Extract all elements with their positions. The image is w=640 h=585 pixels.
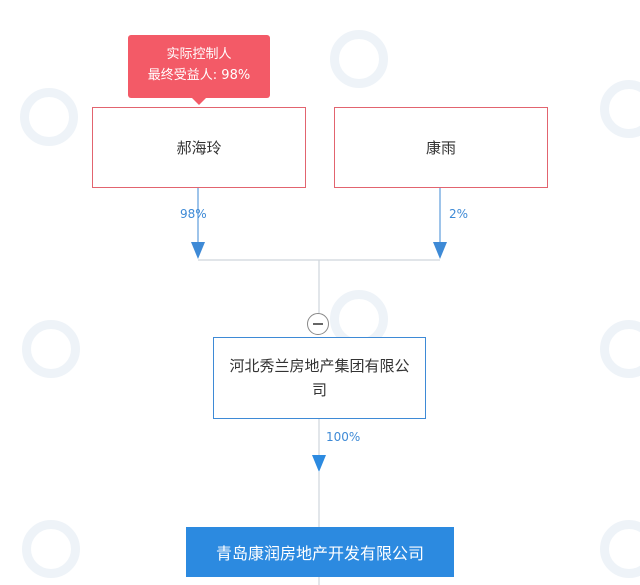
shareholder-name: 康雨: [425, 139, 456, 157]
target-company-name: 青岛康润房地产开发有限公司: [215, 544, 424, 563]
share-percentage: 98%: [180, 207, 207, 221]
arrow-down-icon: [191, 242, 205, 259]
company-name: 河北秀兰房地产集团有限公司: [229, 357, 410, 399]
shareholder-box-hao-hailing[interactable]: 郝海玲: [92, 107, 306, 188]
arrow-down-icon: [433, 242, 447, 259]
collapse-button[interactable]: [307, 313, 329, 335]
share-percentage: 2%: [449, 207, 469, 221]
controller-badge: 实际控制人 最终受益人: 98%: [128, 35, 270, 105]
target-company-box[interactable]: 青岛康润房地产开发有限公司: [186, 527, 454, 577]
badge-pointer: [192, 98, 206, 105]
arrow-down-icon: [312, 455, 326, 472]
shareholder-name: 郝海玲: [176, 139, 222, 157]
minus-icon: [313, 323, 323, 325]
company-box-hebei-xiulan[interactable]: 河北秀兰房地产集团有限公司: [213, 337, 426, 419]
share-percentage: 100%: [326, 430, 361, 444]
badge-line-2: 最终受益人: 98%: [147, 68, 251, 83]
shareholder-box-kang-yu[interactable]: 康雨: [334, 107, 548, 188]
badge-line-1: 实际控制人: [166, 47, 232, 62]
